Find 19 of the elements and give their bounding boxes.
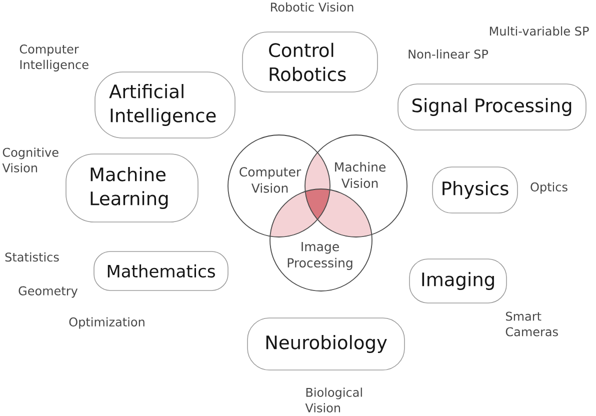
topic-bubble: Neurobiology: [247, 318, 405, 370]
topic-bubble: Imaging: [409, 258, 507, 304]
subfield-label: Geometry: [18, 286, 78, 298]
subfield-label: Optics: [530, 182, 568, 194]
subfield-label: Biological Vision: [305, 388, 362, 412]
subfield-label: Multi-variable SP: [490, 26, 589, 36]
topic-bubble: Artificial Intelligence: [94, 72, 236, 138]
subfield-label: Cognitive Vision: [2, 148, 58, 172]
subfield-label: Statistics: [5, 252, 59, 262]
topic-bubble: Signal Processing: [398, 84, 586, 130]
topic-bubble: Physics: [432, 166, 518, 214]
topic-bubble: Mathematics: [94, 251, 228, 291]
subfield-label: Optimization: [69, 317, 144, 329]
topic-bubble: Control Robotics: [242, 32, 378, 92]
subfield-label: Robotic Vision: [271, 2, 354, 12]
subfield-label: Non-linear SP: [408, 49, 488, 59]
topic-bubble: Machine Learning: [66, 154, 198, 222]
subfield-label: Smart Cameras: [506, 312, 558, 336]
subfield-label: Computer Intelligence: [20, 44, 88, 72]
